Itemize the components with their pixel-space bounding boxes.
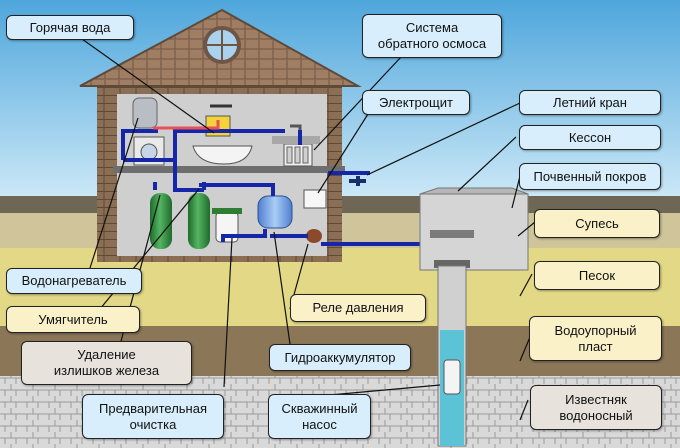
label-caisson: Кессон [519, 125, 661, 150]
label-hot-water: Горячая вода [6, 15, 134, 40]
hydro-accumulator-tank [257, 195, 293, 229]
label-prefilter: Предварительная очистка [82, 394, 224, 439]
summer-tap-valve [349, 176, 366, 186]
label-sand: Песок [534, 261, 660, 290]
label-water-heater: Водонагреватель [6, 268, 142, 294]
softener-filter [188, 193, 210, 249]
label-electrical-panel: Электрощит [362, 90, 470, 115]
label-well-pump: Скважинный насос [268, 394, 371, 439]
label-summer-tap: Летний кран [519, 90, 661, 115]
iron-removal-filter [150, 193, 172, 249]
label-iron-removal: Удаление излишков железа [21, 341, 192, 385]
pressure-relay-device [306, 229, 322, 243]
bathtub [192, 145, 253, 165]
water-heater-tank [132, 97, 158, 129]
label-accumulator: Гидроаккумулятор [269, 344, 411, 371]
label-sandy-loam: Супесь [534, 209, 660, 238]
electrical-panel-box [303, 189, 327, 209]
caisson-lid [419, 187, 529, 195]
floor-slab [113, 166, 345, 173]
hot-water-pipe [153, 120, 220, 130]
label-topsoil: Почвенный покров [519, 163, 661, 190]
label-aquitard: Водоупорный пласт [529, 316, 662, 361]
label-softener: Умягчитель [6, 306, 140, 333]
label-limestone-aquifer: Известняк водоносный [530, 385, 662, 430]
label-pressure-relay: Реле давления [290, 294, 426, 322]
well-casing-head [434, 260, 470, 268]
label-osmosis-system: Система обратного осмоса [362, 14, 502, 58]
submersible-pump [443, 359, 461, 395]
